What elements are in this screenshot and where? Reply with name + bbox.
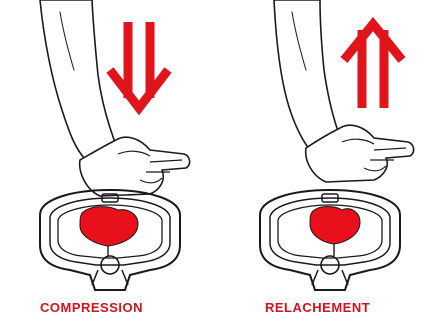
heart-compressed	[80, 207, 138, 246]
heart-relaxed	[310, 207, 360, 245]
caption-relachement: RELACHEMENT	[265, 300, 370, 315]
panel-compression: COMPRESSION	[0, 0, 214, 320]
compression-illustration	[0, 0, 214, 300]
arm-illustration	[40, 0, 118, 160]
double-arrow-up-icon	[344, 24, 402, 108]
double-arrow-down-icon	[110, 22, 168, 108]
relachement-illustration	[214, 0, 429, 300]
panel-relachement: RELACHEMENT	[214, 0, 429, 320]
arm-illustration	[274, 0, 342, 150]
caption-compression: COMPRESSION	[40, 300, 143, 315]
